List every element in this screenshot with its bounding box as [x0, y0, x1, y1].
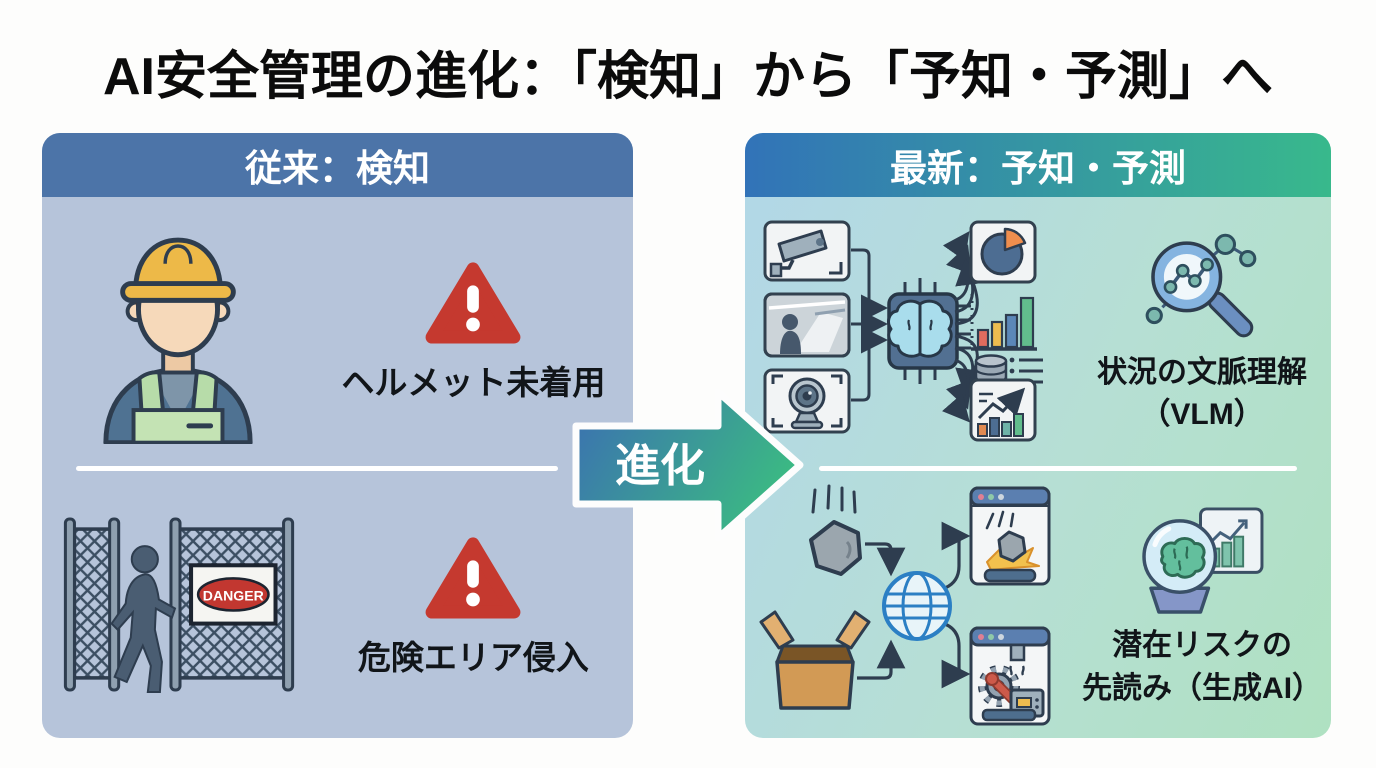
panel-modern-body: 状況の文脈理解 （VLM）	[745, 197, 1331, 738]
detection-label-intrusion: 危険エリア侵入	[357, 638, 589, 676]
detection-callout-intrusion: 危険エリア侵入	[314, 533, 633, 679]
feature-vlm-line2: （VLM）	[1140, 398, 1264, 431]
genai-flow-arrows	[857, 521, 971, 688]
magnifier-analysis-icon	[1145, 233, 1257, 337]
detection-row-helmet: ヘルメット未着用	[42, 197, 633, 465]
panel-traditional-header-label: 従来：検知	[245, 148, 430, 189]
danger-sign-text: DANGER	[203, 587, 264, 603]
bar-chart-icon	[970, 294, 1038, 351]
prediction-row-genai: 潜在リスクの 先読み（生成AI）	[745, 473, 1331, 738]
warning-triangle-icon	[425, 536, 521, 619]
genai-flow-diagram	[745, 482, 1073, 730]
crystal-ball-forecast-icon	[1142, 507, 1264, 614]
prediction-row-vlm: 状況の文脈理解 （VLM）	[745, 197, 1331, 465]
globe-icon	[882, 570, 953, 641]
panel-traditional-header: 従来：検知	[42, 133, 633, 197]
maintenance-window-icon	[969, 626, 1051, 725]
danger-sign: DANGER	[188, 562, 278, 626]
right-divider	[819, 466, 1297, 471]
webcam-icon	[763, 368, 851, 434]
evolution-arrow-label: 進化	[615, 440, 705, 491]
flow-arrows-in	[851, 248, 889, 402]
feature-genai-line2: 先読み（生成AI）	[1082, 671, 1323, 705]
feature-vlm: 状況の文脈理解 （VLM）	[1073, 228, 1331, 435]
feature-vlm-line1: 状況の文脈理解	[1097, 355, 1308, 389]
vlm-flow-diagram	[745, 218, 1073, 444]
falling-object-icon	[809, 484, 863, 576]
incident-window-icon	[969, 486, 1051, 585]
pie-chart-icon	[969, 220, 1037, 284]
detection-callout-helmet: ヘルメット未着用	[314, 258, 633, 404]
evolution-arrow: 進化	[572, 382, 806, 548]
scene-view-icon	[763, 292, 851, 358]
ai-brain-chip-icon	[887, 278, 972, 384]
detection-label-helmet: ヘルメット未着用	[341, 364, 606, 401]
intruder-silhouette	[110, 544, 177, 693]
panel-traditional-body: ヘルメット未着用	[42, 197, 633, 738]
panel-modern-prediction: 最新：予知・予測	[745, 133, 1331, 738]
page-title: AI安全管理の進化：「検知」から「予知・予測」へ	[102, 48, 1273, 106]
warning-triangle-icon	[425, 262, 521, 344]
danger-area-intrusion-icon: DANGER	[42, 513, 314, 699]
feature-genai-line1: 潜在リスクの	[1112, 629, 1293, 663]
feature-genai: 潜在リスクの 先読み（生成AI）	[1073, 503, 1331, 708]
line-chart-icon	[969, 378, 1037, 442]
left-divider	[76, 466, 558, 471]
panel-modern-header-label: 最新：予知・予測	[890, 148, 1186, 189]
cctv-camera-icon	[763, 220, 851, 282]
open-box-icon	[759, 610, 871, 710]
panel-modern-header: 最新：予知・予測	[745, 133, 1331, 197]
detection-row-intrusion: DANGER 危険エリア侵入	[42, 473, 633, 738]
panel-traditional-detection: 従来：検知	[42, 133, 633, 738]
construction-worker-icon	[42, 218, 314, 444]
